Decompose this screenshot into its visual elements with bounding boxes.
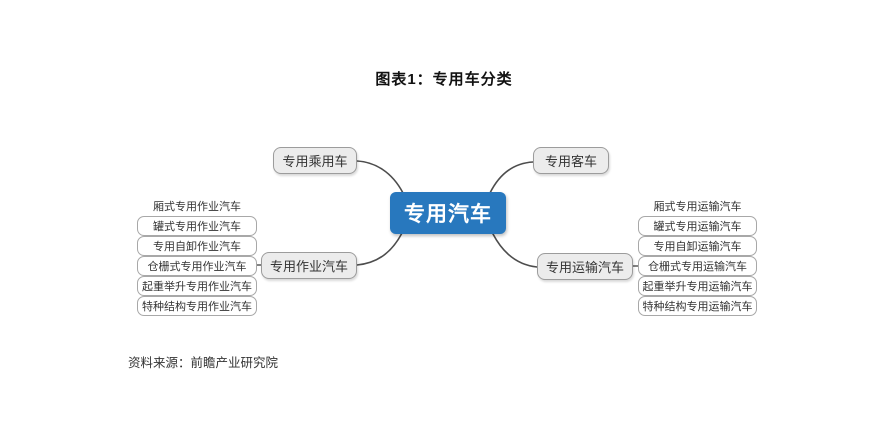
leaf-node: 特种结构专用作业汽车: [137, 296, 257, 316]
node-special-bus: 专用客车: [533, 147, 609, 174]
figure-title: 图表1：专用车分类: [375, 71, 513, 88]
leaf-node: 起重举升专用作业汽车: [137, 276, 257, 296]
leaf-node: 厢式专用运输汽车: [653, 201, 742, 213]
leaf-node: 罐式专用运输汽车: [638, 216, 757, 236]
connector-root-bus: [489, 161, 534, 194]
leaf-node: 特种结构专用运输汽车: [638, 296, 757, 316]
leaf-node: 罐式专用作业汽车: [137, 216, 257, 236]
leaf-node: 厢式专用作业汽车: [153, 201, 241, 213]
leaf-node: 专用自卸作业汽车: [137, 236, 257, 256]
leaf-node: 仓栅式专用运输汽车: [638, 256, 757, 276]
connector-root-passenger: [356, 160, 404, 194]
operation-leaf-list: 厢式专用作业汽车罐式专用作业汽车专用自卸作业汽车仓栅式专用作业汽车起重举升专用作…: [137, 196, 257, 316]
transport-leaf-list: 厢式专用运输汽车罐式专用运输汽车专用自卸运输汽车仓栅式专用运输汽车起重举升专用运…: [638, 196, 757, 316]
node-special-operation-vehicle: 专用作业汽车: [261, 252, 357, 279]
node-special-transport-vehicle: 专用运输汽车: [537, 253, 633, 280]
leaf-node: 专用自卸运输汽车: [638, 236, 757, 256]
node-special-passenger-car: 专用乘用车: [273, 147, 357, 174]
connector-root-operation: [356, 232, 403, 266]
node-root-special-vehicle: 专用汽车: [390, 192, 506, 234]
connector-root-transport: [492, 233, 538, 268]
source-note: 资料来源：前瞻产业研究院: [128, 356, 279, 370]
leaf-node: 起重举升专用运输汽车: [638, 276, 757, 296]
leaf-node: 仓栅式专用作业汽车: [137, 256, 257, 276]
